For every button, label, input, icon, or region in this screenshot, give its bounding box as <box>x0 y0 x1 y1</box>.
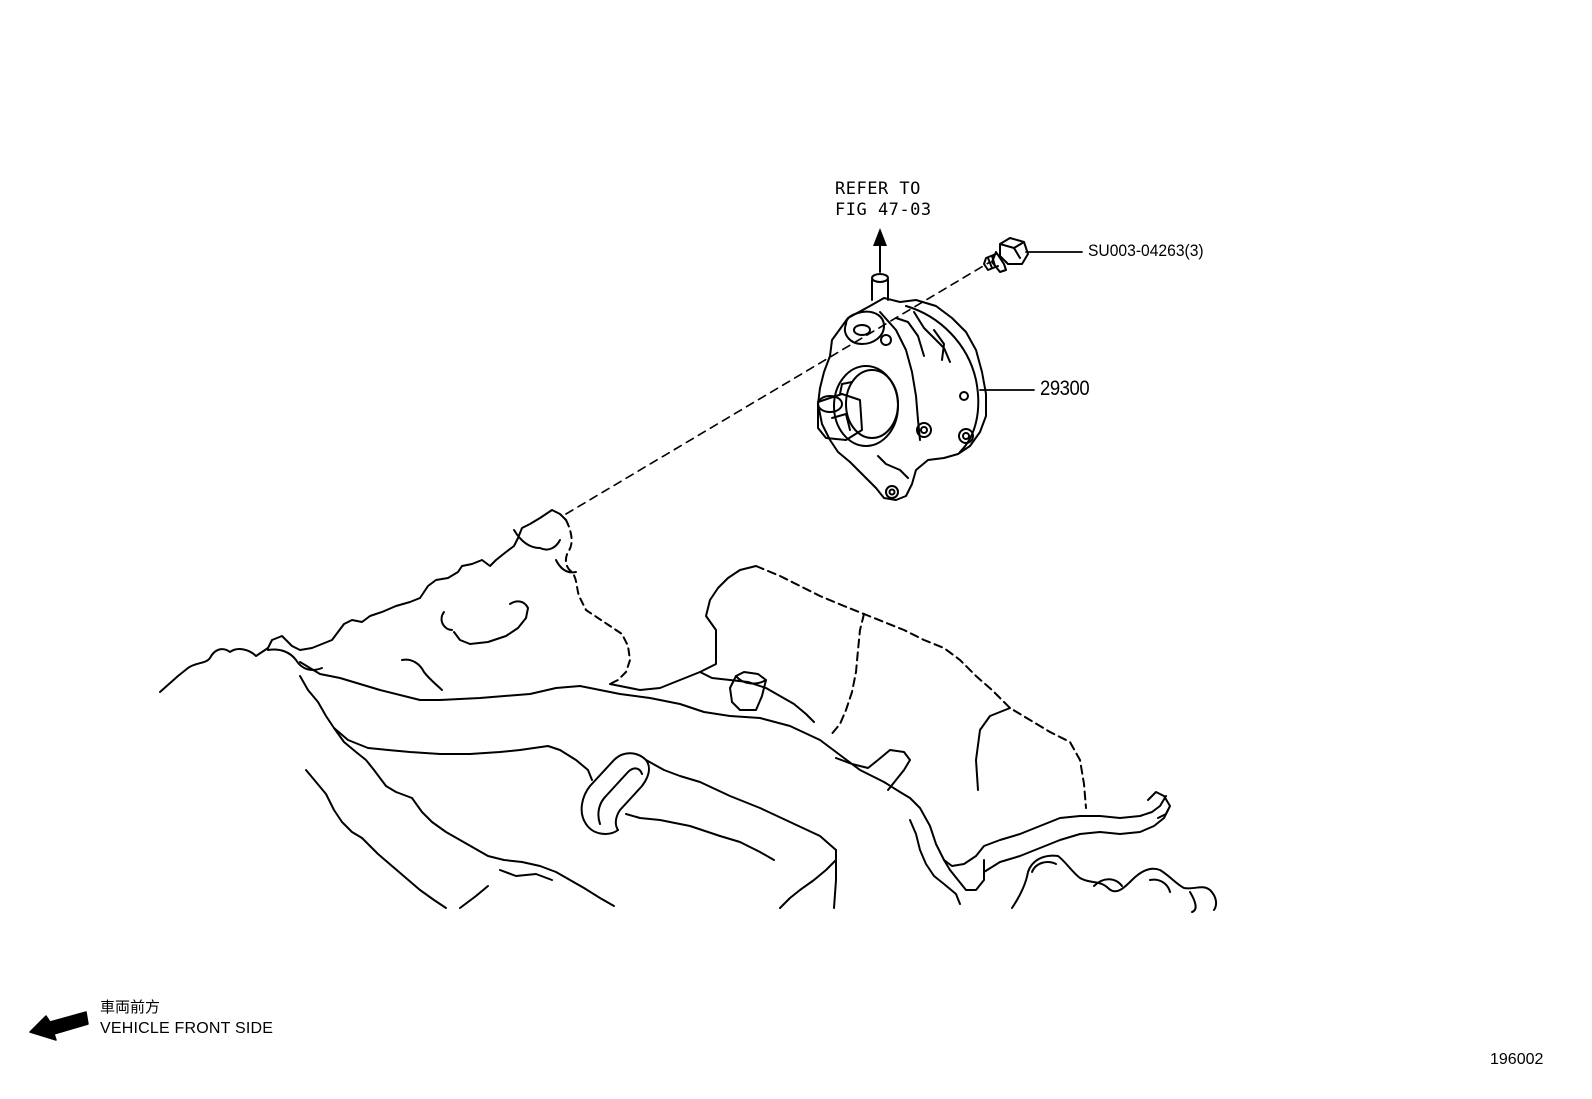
callout-leaders <box>979 251 1083 391</box>
vehicle-front-label-en: VEHICLE FRONT SIDE <box>100 1020 274 1037</box>
refer-to-label: REFER TO <box>835 179 921 199</box>
refer-arrow-icon <box>873 228 887 273</box>
engine-block-outline <box>159 509 1218 913</box>
figure-id: 196002 <box>1490 1051 1544 1068</box>
vehicle-front-arrow-icon <box>29 1011 89 1041</box>
dashed-guide-line <box>565 261 991 515</box>
vacuum-pump-icon <box>817 273 987 501</box>
bolt-part-number[interactable]: SU003-04263(3) <box>1088 241 1204 260</box>
fig-reference-label: FIG 47-03 <box>835 200 932 220</box>
flange-bolt-icon <box>983 237 1029 273</box>
pump-part-number[interactable]: 29300 <box>1040 377 1090 400</box>
vehicle-front-label-jp: 車両前方 <box>100 998 161 1016</box>
